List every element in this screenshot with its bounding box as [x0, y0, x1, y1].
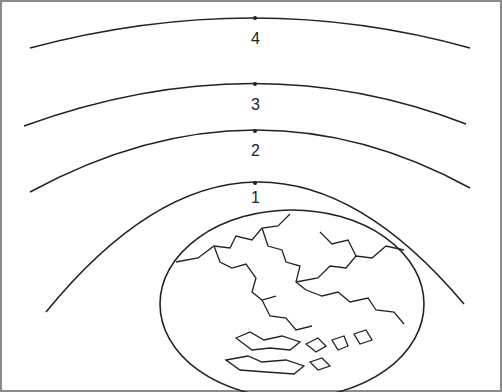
arc-4: [30, 18, 470, 48]
dot-2: [253, 129, 257, 133]
dot-3: [253, 82, 257, 86]
layer-number: 4: [250, 31, 261, 47]
island: [354, 330, 372, 344]
layer-arcs: [24, 18, 470, 312]
layer-number: 3: [250, 97, 261, 113]
earth-outline: [160, 210, 424, 392]
island: [236, 332, 300, 350]
continent-line: [296, 246, 404, 282]
island: [226, 356, 304, 374]
continent-line: [262, 228, 306, 290]
layer-number: 1: [250, 190, 261, 206]
island: [332, 336, 348, 350]
continent-line: [214, 246, 276, 300]
earth-globe: [160, 210, 424, 392]
dot-4: [253, 16, 257, 20]
island: [310, 358, 330, 370]
layer-number: 2: [250, 143, 261, 159]
continent-line: [262, 300, 312, 330]
arc-1: [46, 182, 464, 312]
continent-line: [176, 214, 290, 262]
continent-line: [306, 290, 404, 324]
island: [306, 338, 326, 352]
dot-1: [253, 181, 257, 185]
continent-line: [320, 232, 356, 256]
arc-3: [24, 83, 466, 126]
